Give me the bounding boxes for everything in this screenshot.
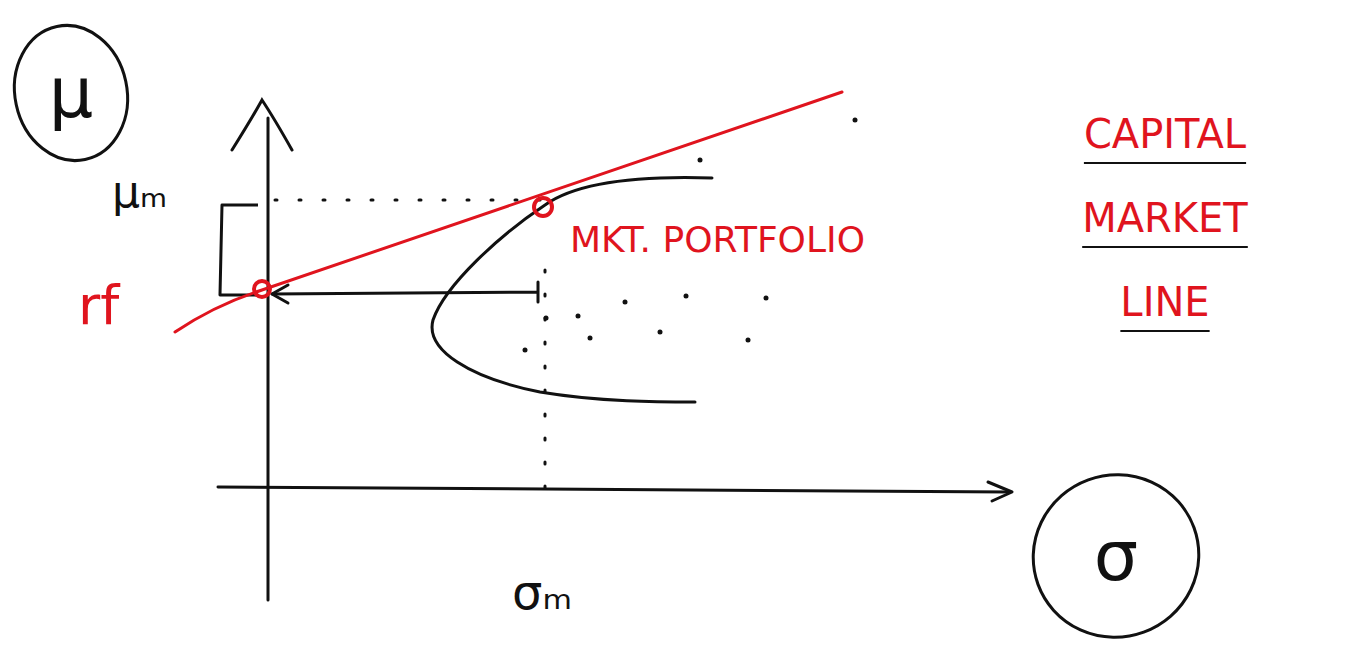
line-title: CAPITAL MARKET LINE — [1040, 92, 1290, 344]
axis-value-label: σₘ — [512, 566, 572, 619]
risk-free-point — [254, 281, 270, 297]
circled-symbol: μ — [12, 22, 130, 164]
guide-line — [275, 199, 540, 202]
axis-symbol: σ — [1030, 521, 1202, 591]
point-label: MKT. PORTFOLIO — [570, 220, 865, 260]
sigma-axis — [218, 487, 1010, 492]
capital-market-line — [175, 92, 842, 332]
axis-symbol: μ — [12, 58, 130, 128]
arrow-line — [272, 282, 538, 302]
market-portfolio-point — [534, 198, 552, 216]
risk-free-label: rf — [78, 276, 119, 335]
premium-bracket — [220, 205, 258, 295]
axis-arrowhead — [988, 482, 1012, 501]
axis-value-label: μₘ — [112, 168, 167, 216]
guide-line — [544, 270, 547, 490]
efficient-frontier — [432, 178, 712, 402]
arrowhead — [272, 285, 288, 303]
mean-axis — [267, 118, 270, 600]
circled-symbol: σ — [1030, 472, 1202, 640]
axis-arrowhead — [232, 100, 292, 150]
